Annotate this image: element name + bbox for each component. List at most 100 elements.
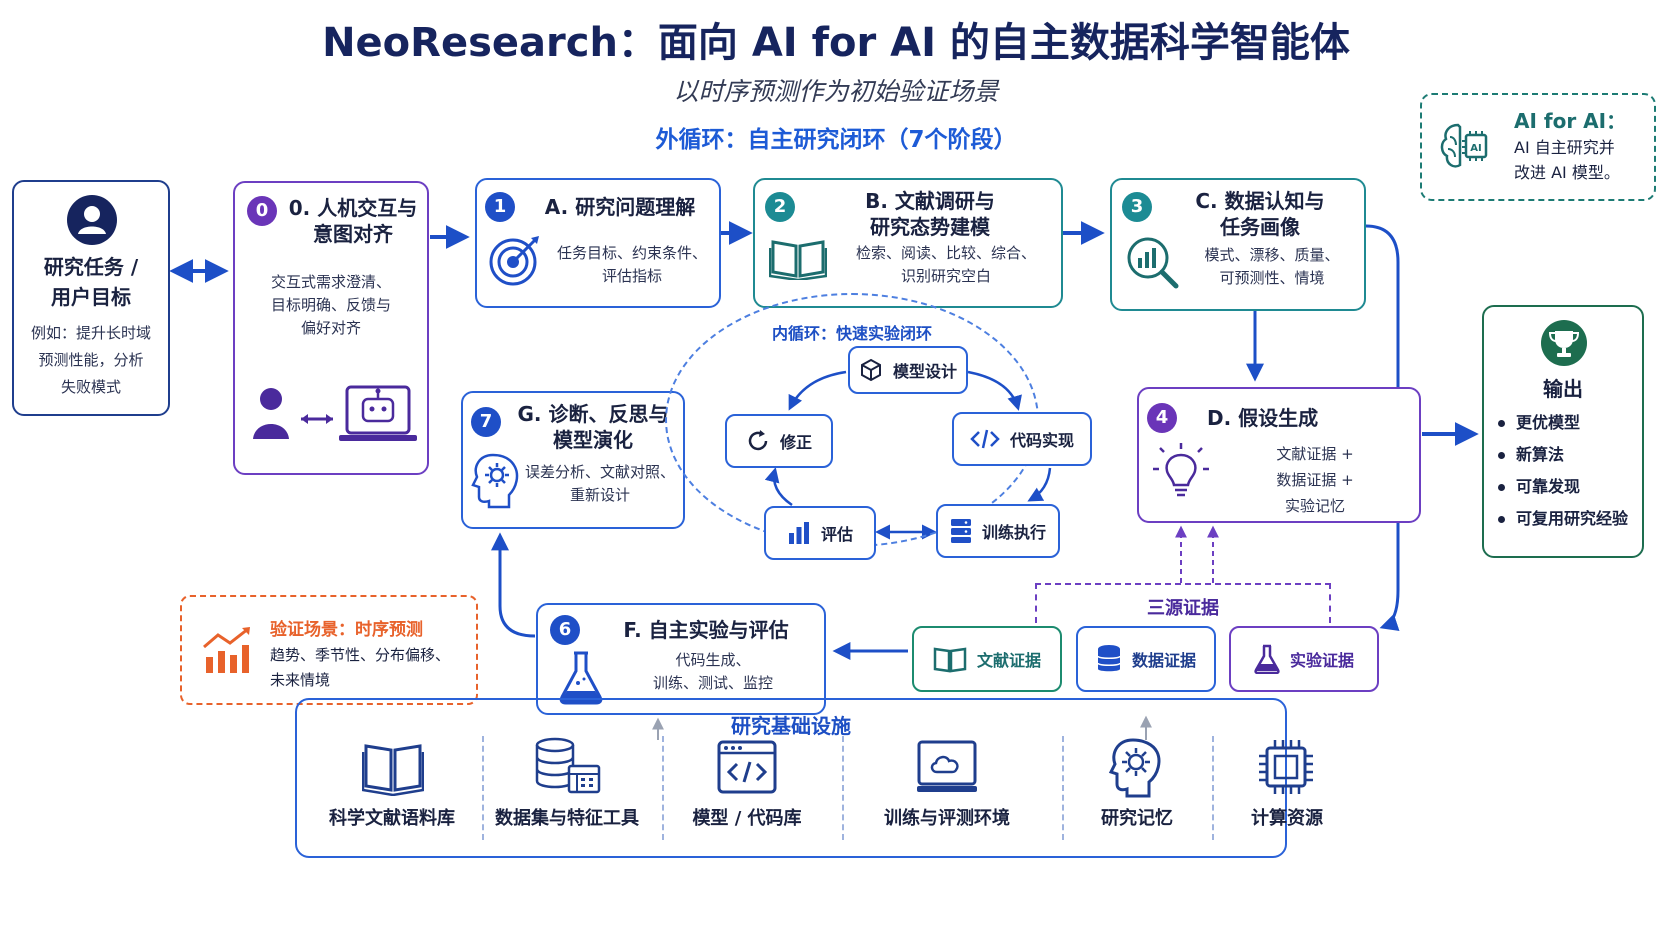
stage-f-badge: 6: [550, 615, 580, 645]
database-table-icon: [535, 737, 601, 794]
stage-c-box[interactable]: 3 C. 数据认知与 任务画像 模式、漂移、质量、 可预测性、情境: [1110, 178, 1366, 311]
evidence-experiment[interactable]: 实验证据: [1229, 626, 1379, 692]
stage-g-desc: 误差分析、文献对照、 重新设计: [524, 463, 675, 504]
inner-evaluate[interactable]: 评估: [764, 506, 876, 560]
output-item: 更优模型: [1496, 407, 1628, 439]
stage-f-desc: 代码生成、 训练、测试、监控: [652, 651, 773, 692]
evidence-data[interactable]: 数据证据: [1076, 626, 1216, 692]
arrow-f-g: [491, 532, 536, 638]
stage-a-box[interactable]: 1 A. 研究问题理解 任务目标、约束条件、 评估指标: [475, 178, 721, 308]
evidence-literature[interactable]: 文献证据: [912, 626, 1062, 692]
infra-label: 数据集与特征工具: [495, 808, 639, 829]
output-box: 输出 更优模型 新算法 可靠发现 可复用研究经验: [1482, 305, 1644, 558]
human-robot-icon: [253, 385, 417, 441]
output-list: 更优模型 新算法 可靠发现 可复用研究经验: [1496, 407, 1628, 535]
validation-desc: 趋势、季节性、分布偏移、 未来情境: [270, 646, 451, 689]
stage-b-title: B. 文献调研与 研究态势建模: [865, 189, 995, 239]
output-title: 输出: [1543, 377, 1583, 401]
stage-g-title: G. 诊断、反思与 模型演化: [517, 402, 669, 452]
code-window-icon: [717, 740, 777, 794]
infra-literature-corpus[interactable]: 科学文献语料库: [317, 732, 467, 852]
user-goal-example: 例如：提升长时域 预测性能，分析 失败模式: [30, 324, 151, 396]
stage-c-badge: 3: [1122, 192, 1152, 222]
stage-0-box[interactable]: 0 0. 人机交互与 意图对齐 交互式需求澄清、 目标明确、反馈与 偏好对齐: [233, 181, 429, 475]
cloud-monitor-icon: [917, 740, 977, 792]
magnifier-chart-icon: [1127, 237, 1179, 289]
outer-loop-label: 外循环：自主研究闭环（7个阶段）: [655, 127, 1017, 153]
infra-divider: [482, 736, 484, 840]
inner-code-impl-label: 代码实现: [1009, 431, 1074, 450]
infrastructure-title: 研究基础设施: [731, 714, 851, 738]
evidence-bracket: [1035, 583, 1331, 623]
stage-a-desc: 任务目标、约束条件、 评估指标: [556, 244, 707, 285]
user-goal-box[interactable]: 研究任务 / 用户目标 例如：提升长时域 预测性能，分析 失败模式: [12, 180, 170, 416]
database-icon: [1097, 645, 1121, 672]
stage-a-title: A. 研究问题理解: [544, 195, 696, 219]
stage-0-desc: 交互式需求澄清、 目标明确、反馈与 偏好对齐: [270, 273, 391, 337]
output-item: 可靠发现: [1496, 471, 1628, 503]
stage-b-box[interactable]: 2 B. 文献调研与 研究态势建模 检索、阅读、比较、综合、 识别研究空白: [753, 178, 1063, 308]
ai-for-ai-title: AI for AI：: [1514, 109, 1627, 133]
validation-title: 验证场景：时序预测: [270, 620, 423, 640]
flask-icon: [559, 651, 603, 705]
infra-datasets-tools[interactable]: 数据集与特征工具: [487, 732, 647, 852]
inner-model-design-label: 模型设计: [892, 362, 957, 381]
server-icon: [950, 519, 971, 543]
stage-g-box[interactable]: 7 G. 诊断、反思与 模型演化 误差分析、文献对照、 重新设计: [461, 391, 685, 529]
stage-f-box[interactable]: 6 F. 自主实验与评估 代码生成、 训练、测试、监控: [536, 603, 826, 715]
evidence-experiment-label: 实验证据: [1289, 651, 1354, 670]
stage-0-title: 0. 人机交互与 意图对齐: [288, 196, 418, 246]
head-gear-icon: [1108, 738, 1161, 798]
infra-compute[interactable]: 计算资源: [1217, 732, 1357, 852]
infra-train-eval-env[interactable]: 训练与评测环境: [847, 732, 1047, 852]
infra-research-memory[interactable]: 研究记忆: [1067, 732, 1207, 852]
stage-b-badge: 2: [765, 192, 795, 222]
stage-b-desc: 检索、阅读、比较、综合、 识别研究空白: [855, 244, 1036, 285]
infrastructure-panel: 研究基础设施 科学文献语料库 数据集与特征工具 模型 / 代码库: [295, 698, 1323, 858]
cube-icon: [860, 358, 881, 382]
inner-model-design[interactable]: 模型设计: [848, 346, 968, 394]
book-icon: [769, 240, 827, 280]
bar-chart-icon: [788, 522, 809, 544]
inner-revise[interactable]: 修正: [725, 414, 833, 468]
infra-label: 训练与评测环境: [884, 808, 1010, 829]
ai-for-ai-text: AI 自主研究并 改进 AI 模型。: [1514, 138, 1620, 182]
validation-box: 验证场景：时序预测 趋势、季节性、分布偏移、 未来情境: [180, 595, 478, 705]
stage-f-title: F. 自主实验与评估: [623, 618, 789, 642]
ai-for-ai-box: AI AI for AI： AI 自主研究并 改进 AI 模型。: [1420, 93, 1656, 201]
infra-divider: [842, 736, 844, 840]
arrow-inner-code-train: [1027, 467, 1052, 502]
inner-loop-title: 内循环：快速实验闭环: [771, 324, 932, 343]
svg-text:AI: AI: [1470, 143, 1481, 154]
infra-divider: [662, 736, 664, 840]
infra-model-code-repo[interactable]: 模型 / 代码库: [667, 732, 827, 852]
refresh-icon: [748, 430, 768, 451]
page-title: NeoResearch：面向 AI for AI 的自主数据科学智能体: [322, 20, 1350, 66]
user-goal-title: 研究任务 / 用户目标: [43, 255, 139, 309]
book-icon: [362, 744, 424, 796]
evidence-data-label: 数据证据: [1131, 651, 1196, 670]
trend-chart-icon: [203, 627, 250, 673]
stage-0-badge: 0: [247, 196, 277, 226]
inner-train-exec-label: 训练执行: [981, 523, 1046, 542]
lightbulb-icon: [1153, 443, 1209, 497]
infra-label: 模型 / 代码库: [692, 808, 802, 829]
infra-label: 科学文献语料库: [329, 808, 455, 829]
inner-code-impl[interactable]: 代码实现: [952, 412, 1092, 466]
stage-c-title: C. 数据认知与 任务画像: [1195, 189, 1325, 239]
infra-label: 研究记忆: [1101, 808, 1173, 829]
infra-divider: [1062, 736, 1064, 840]
infra-divider: [1212, 736, 1214, 840]
beaker-icon: [1254, 644, 1280, 674]
evidence-title: 三源证据: [1147, 598, 1219, 619]
inner-train-exec[interactable]: 训练执行: [936, 504, 1060, 558]
output-item: 可复用研究经验: [1496, 503, 1628, 535]
code-icon: [970, 429, 1000, 449]
inner-revise-label: 修正: [779, 433, 812, 452]
trophy-icon: [1541, 320, 1587, 366]
page-subtitle: 以时序预测作为初始验证场景: [673, 77, 999, 106]
stage-d-box[interactable]: 4 D. 假设生成 文献证据 + 数据证据 + 实验记忆: [1137, 387, 1421, 523]
head-gear-icon: [471, 453, 519, 509]
stage-c-desc: 模式、漂移、质量、 可预测性、情境: [1204, 246, 1340, 287]
infra-label: 计算资源: [1251, 808, 1323, 829]
